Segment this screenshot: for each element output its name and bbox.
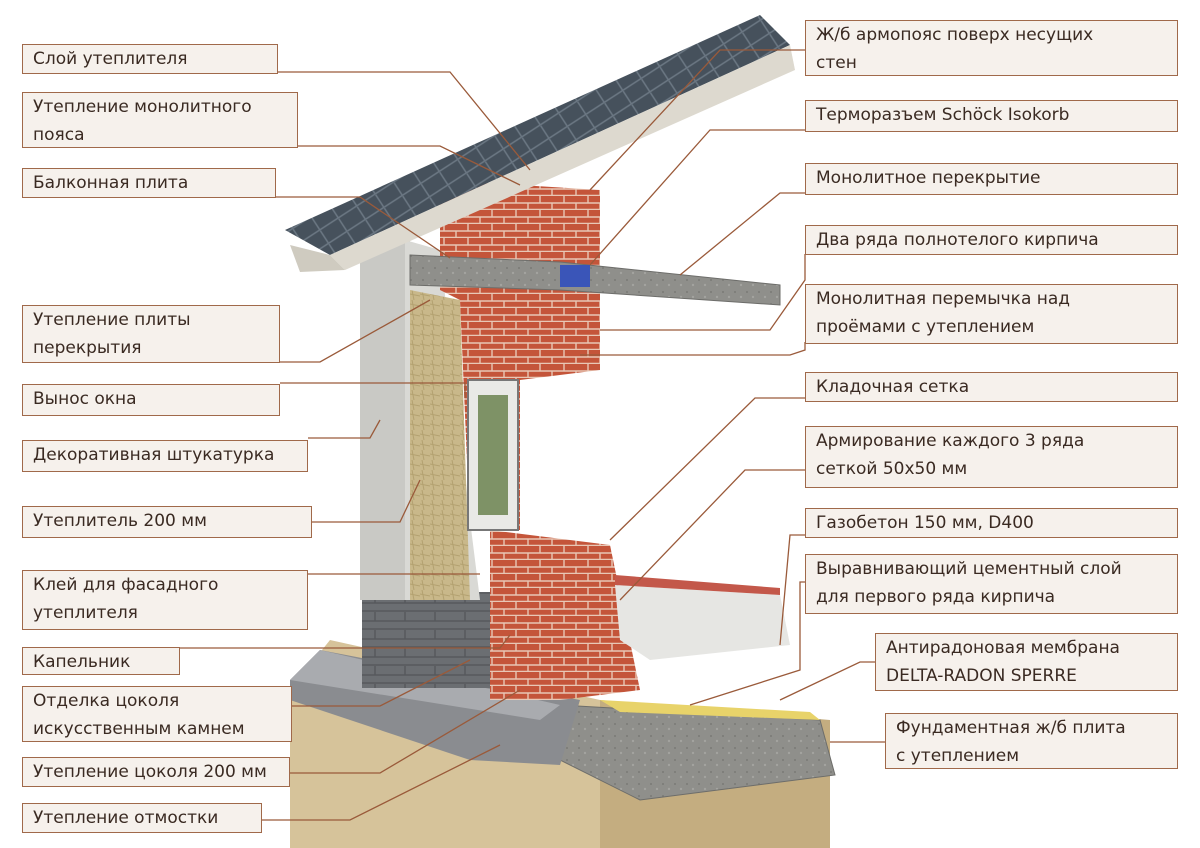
label-monolithic-floor: Монолитное перекрытие (805, 163, 1178, 195)
label-insulation-layer: Слой утеплителя (22, 44, 278, 74)
label-drip-edge: Капельник (22, 647, 180, 675)
label-masonry-mesh: Кладочная сетка (805, 372, 1178, 402)
label-solid-brick-rows: Два ряда полнотелого кирпича (805, 225, 1178, 255)
label-facade-adhesive: Клей для фасадного утеплителя (22, 570, 308, 630)
label-blind-area-insulation: Утепление отмостки (22, 803, 262, 833)
label-aerated-concrete: Газобетон 150 мм, D400 (805, 508, 1178, 538)
floor-insulation-block (615, 575, 790, 660)
window-frame (467, 379, 519, 531)
label-radon-membrane: Антирадоновая мембрана DELTA-RADON SPERR… (875, 633, 1178, 691)
label-lintel: Монолитная перемычка над проёмами с утеп… (805, 284, 1178, 344)
label-rc-belt: Ж/б армопояс поверх несущих стен (805, 20, 1178, 76)
leader-lines (180, 49, 885, 821)
floor-slab-block (409, 254, 781, 306)
label-window-offset: Вынос окна (22, 384, 280, 416)
label-plinth-insulation: Утепление цоколя 200 мм (22, 757, 290, 787)
roof-block (285, 15, 795, 272)
label-schock-isokorb: Терморазъем Schöck Isokorb (805, 100, 1178, 132)
label-balcony-slab: Балконная плита (22, 168, 276, 198)
label-plinth-stone: Отделка цоколя искусственным камнем (22, 686, 292, 742)
label-foundation-slab: Фундаментная ж/б плита с утеплением (885, 713, 1178, 769)
label-insulation-200: Утеплитель 200 мм (22, 506, 312, 538)
label-cement-layer: Выравнивающий цементный слой для первого… (805, 554, 1178, 614)
plinth-stone-block (362, 592, 492, 688)
wool-insulation-block (410, 290, 470, 600)
foundation-slab-block (559, 700, 836, 801)
label-floor-slab-insulation: Утепление плиты перекрытия (22, 305, 280, 363)
label-decorative-plaster: Декоративная штукатурка (22, 440, 308, 472)
label-reinforcement: Армирование каждого 3 ряда сеткой 50х50 … (805, 426, 1178, 488)
label-monolithic-belt-insulation: Утепление монолитного пояса (22, 92, 298, 148)
